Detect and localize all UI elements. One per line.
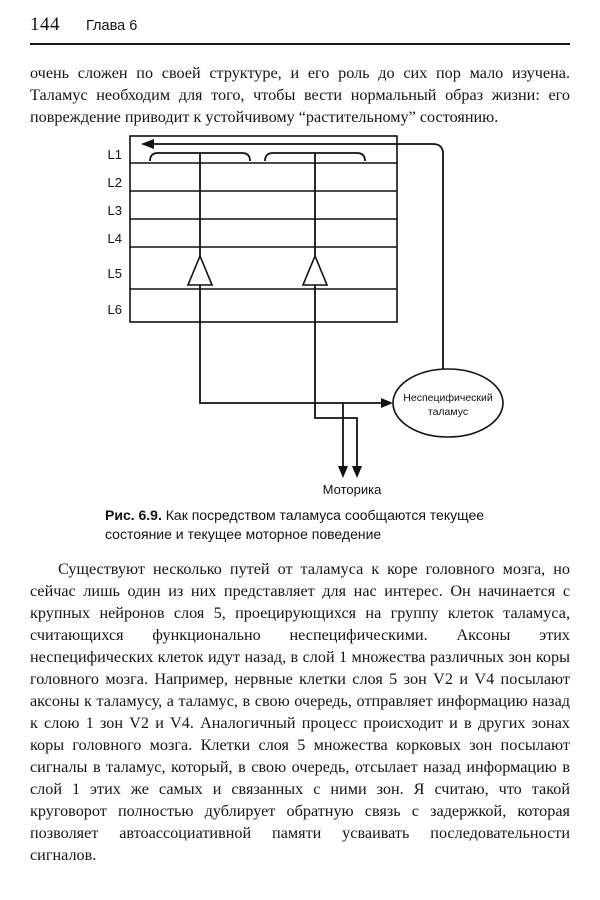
figure-caption-number: Рис. 6.9.: [105, 507, 162, 523]
layer-label-l5: L5: [108, 266, 122, 281]
pyramidal-neuron-icon: [186, 253, 214, 286]
figure-caption-text: Как посредством таламуса сообщаются теку…: [105, 507, 485, 542]
figure-6-9: L1 L2 L3 L4 L5 L6: [30, 128, 570, 544]
motor-output-arrow-right: [314, 285, 358, 467]
thalamus-arrowhead-icon: [381, 398, 393, 408]
cortex-layers-box: [129, 135, 398, 323]
running-header: 144 Глава 6: [30, 14, 570, 45]
feedback-arrowhead-icon: [141, 139, 154, 149]
thalamus-ellipse: [392, 368, 504, 438]
page-number: 144: [30, 14, 60, 35]
layer-label-l2: L2: [108, 175, 122, 190]
chapter-label: Глава 6: [86, 18, 138, 34]
paragraph-intro: очень сложен по своей структуре, и его р…: [30, 64, 570, 126]
thalamus-label-line2: таламус: [428, 406, 468, 418]
paragraph-main: Существуют несколько путей от таламуса к…: [30, 560, 570, 864]
thalamus-label-line1: Неспецифический: [403, 392, 493, 404]
motor-arrowhead-icon: [352, 466, 362, 478]
motor-arrowhead-icon: [338, 466, 348, 478]
layer-label-l1: L1: [108, 147, 122, 162]
layer-label-l3: L3: [108, 203, 122, 218]
pyramidal-neuron-icon: [301, 253, 329, 286]
axon-to-thalamus: [199, 285, 382, 404]
layer-label-l4: L4: [108, 231, 122, 246]
layer-label-l6: L6: [108, 302, 122, 317]
figure-caption: Рис. 6.9. Как посредством таламуса сообщ…: [105, 506, 509, 544]
thalamus-diagram: L1 L2 L3 L4 L5 L6: [0, 128, 600, 500]
feedback-arrow-to-l1: [153, 143, 444, 371]
motor-label: Моторика: [323, 482, 382, 497]
